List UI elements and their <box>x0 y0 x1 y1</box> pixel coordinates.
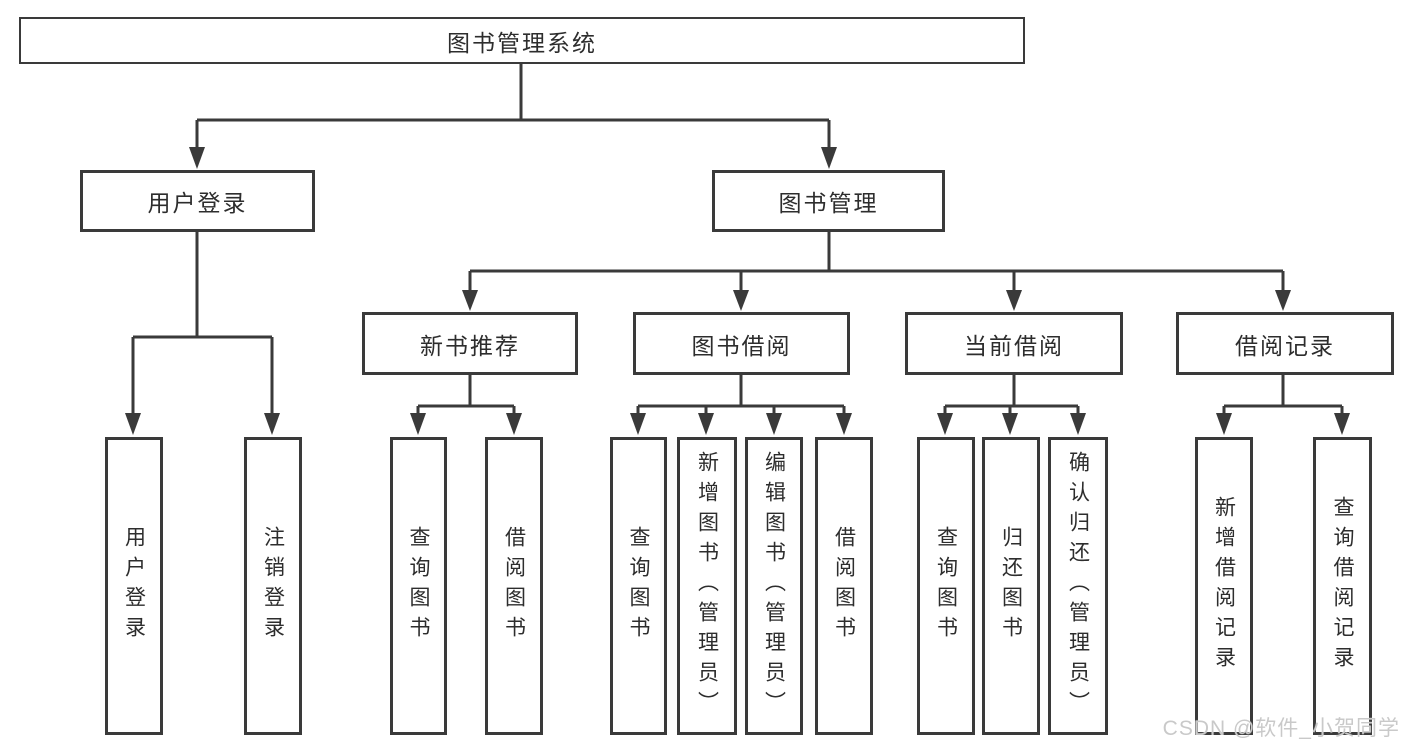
leaf-borrow-books: 借阅图书 <box>815 437 873 735</box>
leaf-query-books-recommend: 查询图书 <box>390 437 447 735</box>
node-book-borrowing: 图书借阅 <box>633 312 850 375</box>
leaf-label: 注销登录 <box>261 526 285 646</box>
node-label: 用户登录 <box>147 190 248 216</box>
leaf-add-borrow-record: 新增借阅记录 <box>1195 437 1253 735</box>
leaf-label: 借阅图书 <box>502 526 526 646</box>
node-label: 图书借阅 <box>691 332 792 359</box>
connector-user-login-to-leaves <box>125 232 280 435</box>
leaf-label: 查询图书 <box>934 526 958 646</box>
node-label: 图书管理 <box>778 190 879 216</box>
leaf-label: 查询图书 <box>627 526 650 646</box>
leaf-label: 归还图书 <box>999 526 1023 646</box>
leaf-label: 用户登录 <box>122 526 146 646</box>
node-borrowing-records: 借阅记录 <box>1176 312 1394 375</box>
leaf-return-books: 归还图书 <box>982 437 1040 735</box>
connector-root-to-level1 <box>189 64 837 169</box>
leaf-label: 确认归还（管理员） <box>1066 451 1090 721</box>
node-label: 借阅记录 <box>1235 332 1335 359</box>
leaf-label: 查询借阅记录 <box>1331 496 1354 676</box>
leaf-label: 新增借阅记录 <box>1212 496 1236 676</box>
leaf-add-books-admin: 新增图书（管理员） <box>677 437 737 735</box>
leaf-edit-books-admin: 编辑图书（管理员） <box>745 437 803 735</box>
node-current-borrowing: 当前借阅 <box>905 312 1123 375</box>
leaf-borrow-books-recommend: 借阅图书 <box>485 437 543 735</box>
node-root-library-management-system: 图书管理系统 <box>19 17 1025 64</box>
node-new-book-recommendation: 新书推荐 <box>362 312 578 375</box>
leaf-query-borrow-record: 查询借阅记录 <box>1313 437 1372 735</box>
leaf-label: 借阅图书 <box>832 526 856 646</box>
connector-book-management-to-level2 <box>462 232 1291 311</box>
leaf-query-books-borrowing: 查询图书 <box>610 437 667 735</box>
leaf-confirm-return-admin: 确认归还（管理员） <box>1048 437 1108 735</box>
csdn-watermark: CSDN @软件_小贺同学 <box>1162 717 1400 740</box>
node-label: 图书管理系统 <box>447 29 597 56</box>
leaf-logout: 注销登录 <box>244 437 302 735</box>
connector-current-borrowing-to-leaves <box>937 375 1086 435</box>
leaf-label: 编辑图书（管理员） <box>762 451 786 721</box>
node-label: 当前借阅 <box>964 332 1064 359</box>
connector-borrowing-records-to-leaves <box>1216 375 1350 435</box>
leaf-label: 查询图书 <box>407 526 430 646</box>
connector-new-book-recommendation-to-leaves <box>410 375 522 435</box>
leaf-user-login: 用户登录 <box>105 437 163 735</box>
leaf-query-books-current: 查询图书 <box>917 437 975 735</box>
node-label: 新书推荐 <box>420 332 520 359</box>
leaf-label: 新增图书（管理员） <box>695 451 719 721</box>
node-book-management: 图书管理 <box>712 170 945 232</box>
connector-book-borrowing-to-leaves <box>630 375 852 435</box>
node-user-login: 用户登录 <box>80 170 315 232</box>
